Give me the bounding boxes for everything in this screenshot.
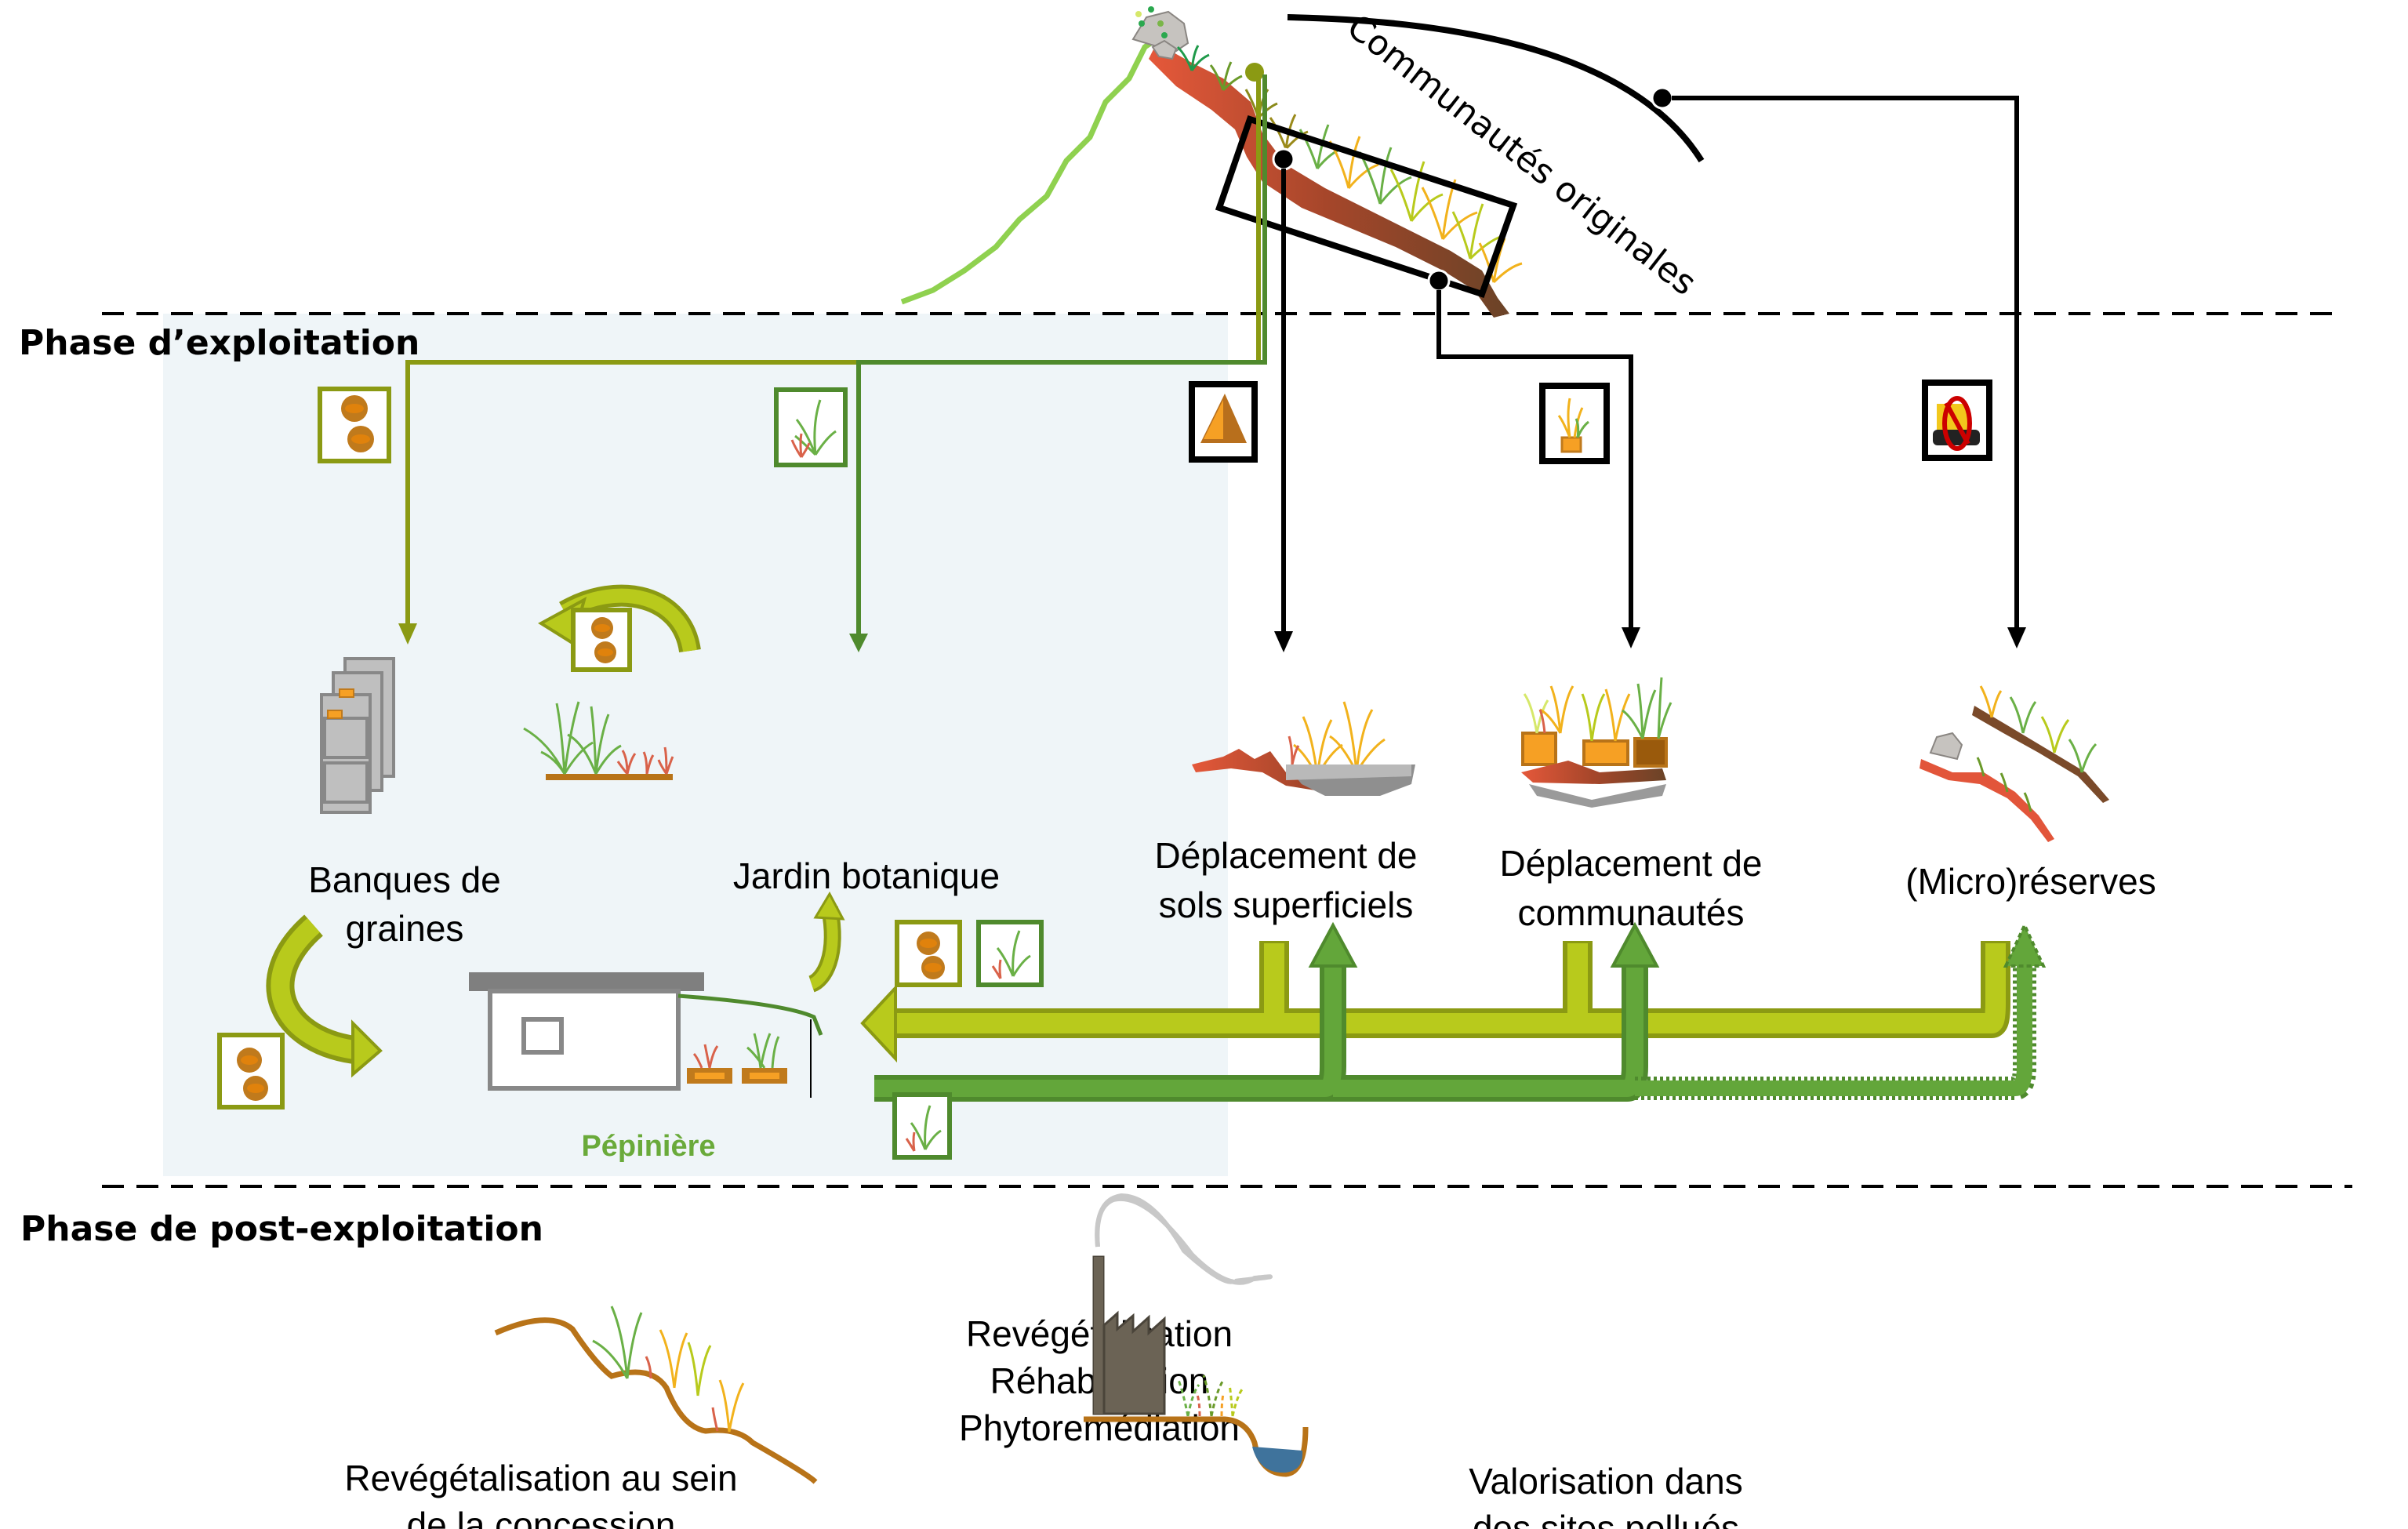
seed-bank-label-line2: graines — [346, 908, 464, 949]
plants-icon — [774, 387, 848, 467]
community-transfer-illustration — [1286, 677, 1673, 808]
plant-collection-line — [856, 74, 1267, 643]
micro-reserves-label: (Micro)réserves — [1905, 861, 2156, 902]
seeds-icon — [571, 608, 632, 672]
botanical-garden-label: Jardin botanique — [733, 855, 1000, 896]
plants-icon — [892, 1092, 952, 1160]
seed-arrowhead — [398, 623, 417, 645]
seed-bank-cabinets-icon — [320, 657, 395, 814]
original-communities-arc — [1287, 14, 1705, 163]
community-connector — [1436, 290, 1633, 631]
nursery-building-icon — [469, 972, 823, 1098]
concession-revegetation-label-line1: Revégétalisation au sein — [344, 1458, 737, 1498]
seed-collection-line — [405, 74, 1261, 634]
phase-exploitation-title: Phase d’exploitation — [19, 323, 419, 363]
community-transfer-label-line2: communautés — [1518, 892, 1745, 933]
micro-reserve-illustration — [1919, 685, 2109, 842]
outplanting-arrow — [874, 921, 2047, 1102]
topsoil-transfer-label-line1: Déplacement de — [1155, 835, 1418, 876]
concession-revegetation-label-line2: de la concession — [407, 1505, 676, 1529]
mountain-slope-illustration — [900, 6, 1523, 318]
original-communities-label: Communautés originales — [1339, 6, 1704, 303]
polluted-sites-label-line1: Valorisation dans — [1469, 1461, 1742, 1502]
topsoil-transfer-label-line2: sols superficiels — [1159, 884, 1414, 925]
return-to-nursery-arrow — [860, 941, 2010, 1063]
polluted-sites-label-line2: des sites pollués — [1473, 1508, 1739, 1529]
seeds-icon — [217, 1033, 285, 1110]
nursery-label: Pépinière — [581, 1130, 715, 1163]
no-bulldozer-icon — [1922, 380, 1992, 461]
original-community-frame — [1215, 114, 1518, 299]
seeds-icon — [895, 920, 962, 987]
community-transfer-label-line1: Déplacement de — [1500, 843, 1763, 884]
phase-post-exploitation-title: Phase de post-exploitation — [20, 1209, 543, 1249]
soil-pile-icon — [1189, 381, 1258, 463]
polluted-site-illustration — [1084, 1193, 1309, 1477]
plant-arrowhead — [849, 634, 868, 652]
seeds-icon — [318, 387, 391, 463]
seed-bank-label-line1: Banques de — [308, 859, 501, 900]
reserve-connector — [1672, 96, 2019, 631]
seed-source-node — [1245, 63, 1264, 82]
plants-icon — [976, 920, 1044, 987]
botanical-garden-illustration — [523, 701, 674, 780]
potted-community-icon — [1539, 383, 1610, 464]
concession-terrace-illustration — [494, 1306, 818, 1484]
